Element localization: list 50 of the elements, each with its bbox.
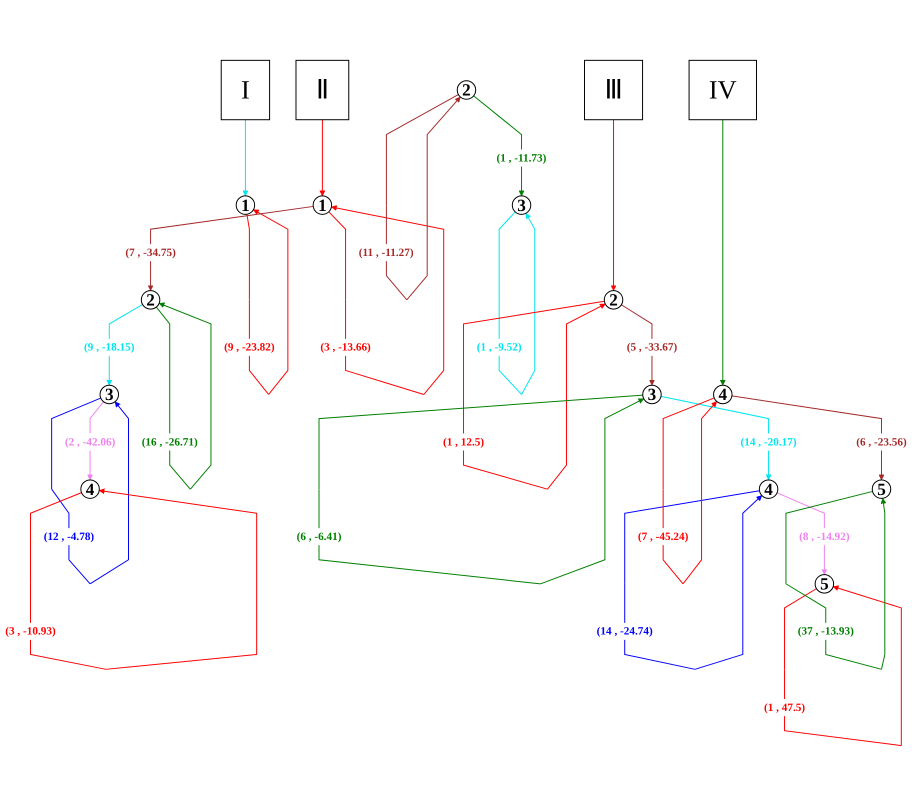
node-circle: 3: [100, 384, 120, 404]
arrow: [785, 490, 886, 670]
edge-label: (37 , -13.93): [798, 624, 854, 638]
edge-label: (7 , -45.24): [638, 530, 688, 543]
arrow: [463, 300, 606, 490]
edge-label: (7 , -34.75): [125, 246, 176, 259]
edge-label: (14 , -20.17): [740, 435, 797, 448]
arrow: [319, 119, 326, 196]
node-box: Ⅲ: [584, 60, 644, 120]
node-box: IV: [688, 60, 757, 120]
arrow: [660, 396, 772, 480]
edge-label: (6 , -23.56): [856, 435, 907, 448]
node-circle: 1: [236, 195, 256, 215]
arrow: [318, 394, 644, 584]
node-circle: 3: [512, 195, 532, 215]
node-circle: 1: [312, 195, 332, 215]
edge-label: (16 , -26.71): [142, 435, 198, 448]
arrow: [720, 119, 726, 386]
arrow: [731, 395, 884, 480]
edge-label: (14 , -24.74): [596, 624, 653, 638]
edge-label: (3 , -13.66): [320, 340, 371, 354]
edge-label: (1 , -9.52): [476, 340, 522, 354]
node-box: I: [220, 60, 270, 120]
edge-label: (5 , -33.67): [626, 340, 678, 354]
arrow: [610, 119, 616, 291]
node-box: Ⅱ: [296, 60, 350, 120]
node-circle: 3: [642, 384, 662, 404]
node-circle: 2: [604, 290, 624, 310]
edge-label: (1 , 12.5): [442, 435, 484, 448]
edge-label: (6 , -6.41): [296, 530, 342, 543]
edge-label: (8 , -14.92): [799, 530, 850, 543]
arrow: [242, 119, 248, 196]
edge-label: (1 , -11.73): [496, 151, 546, 164]
node-circle: 4: [713, 384, 733, 404]
edge-label: (9 , -23.82): [224, 340, 275, 354]
edge-label: (9 , -18.15): [84, 340, 135, 354]
node-circle: 5: [872, 479, 892, 499]
arrow: [148, 206, 314, 291]
edge-label: (1 , 47.5): [764, 701, 806, 714]
edge-label: (12 , -4.78): [44, 530, 94, 543]
node-circle: 5: [814, 574, 834, 594]
arrow: [784, 585, 902, 746]
edge-label: (2 , -42.06): [64, 435, 116, 448]
arrow: [624, 490, 762, 670]
edge-label: (11 , -11.27): [358, 246, 414, 259]
node-circle: 2: [456, 80, 476, 100]
node-circle: 4: [758, 479, 778, 499]
node-circle: 2: [140, 290, 160, 310]
edge-label: (3 , -10.93): [5, 624, 56, 638]
node-circle: 4: [80, 479, 100, 499]
